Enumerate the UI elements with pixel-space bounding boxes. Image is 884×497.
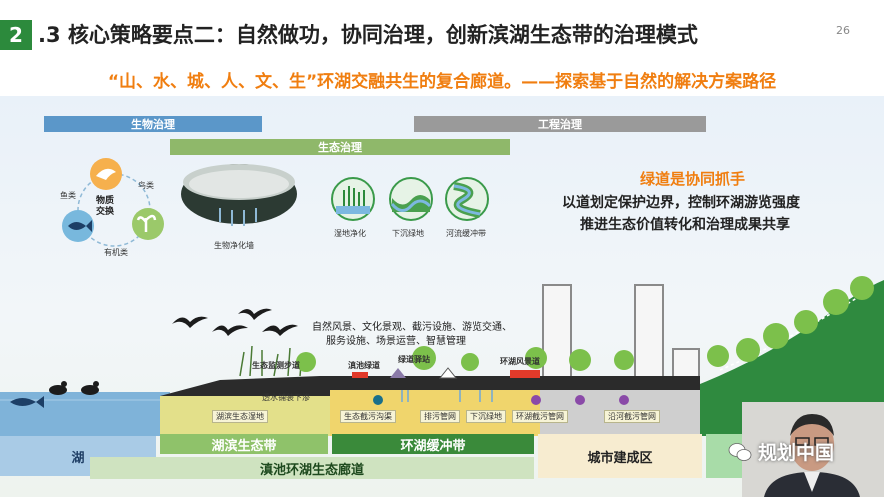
wechat-icon	[728, 442, 752, 461]
dian-greenway-label: 滇池绿道	[348, 361, 380, 370]
greenway-station-label: 绿道驿站	[398, 355, 430, 364]
greenway-headline: 绿道是协同抓手	[640, 170, 746, 188]
page-title: .3 核心策略要点二：自然做功，协同治理，创新滨湖生态带的治理模式	[38, 23, 698, 47]
presenter-video	[742, 402, 884, 497]
building-2	[634, 284, 664, 384]
cycle-center-label: 物质 交换	[96, 196, 115, 217]
birds-illustration	[172, 308, 298, 336]
sunken-green-label: 下沉绿地	[392, 229, 424, 238]
page-number: 26	[836, 24, 850, 37]
cycle-fish-label: 鱼类	[60, 191, 76, 200]
cycle-organic-label: 有机类	[104, 248, 128, 257]
cycle-bird-label: 鸟类	[138, 181, 154, 190]
bio-governance-bar: 生物治理	[44, 116, 262, 132]
building-1	[542, 284, 572, 384]
eng-governance-bar: 工程治理	[414, 116, 706, 132]
presenter-avatar	[742, 402, 884, 497]
functions-line-2: 服务设施、场景运营、智慧管理	[326, 336, 466, 347]
wetland-label: 湿地净化	[334, 229, 366, 238]
section-number: 2	[0, 20, 32, 50]
zone-buffer-belt: 环湖缓冲带	[332, 434, 534, 454]
bio-wall-label: 生物净化墙	[214, 241, 254, 250]
wetland-icon	[331, 177, 375, 221]
zone-city: 城市建成区	[538, 434, 702, 478]
greenway-line-1: 以道划定保护边界，控制环湖游览强度	[562, 195, 800, 211]
sewage-pipe-label: 排污管网	[420, 410, 460, 423]
functions-line-1: 自然风景、文化景观、截污设施、游览交通、	[312, 322, 512, 333]
material-cycle-diagram	[62, 158, 164, 247]
sunken-green-ground-label: 下沉绿地	[466, 410, 506, 423]
lakeside-wetland-label: 湖滨生态湿地	[212, 410, 268, 423]
bio-wall-icon	[181, 164, 297, 226]
water-infiltration-label: 透水铺装下渗	[262, 393, 310, 402]
eco-governance-bar: 生态治理	[170, 139, 510, 155]
watermark-text: 规划中国	[758, 442, 835, 464]
watermark: 规划中国	[728, 438, 834, 465]
sunken-green-icon	[389, 177, 433, 221]
page-subtitle: “山、水、城、人、文、生”环湖交融共生的复合廊道。——探索基于自然的解决方案路径	[107, 72, 777, 92]
scenic-road-label: 环湖风景道	[500, 357, 540, 366]
eco-ditch-label: 生态截污沟渠	[340, 410, 396, 423]
river-buffer-label: 河流缓冲带	[446, 229, 486, 238]
river-buffer-icon	[445, 177, 489, 221]
monitor-path-label: 生态监测步道	[252, 361, 300, 370]
organic-node	[132, 208, 164, 240]
river-pipe-label: 沿河截污管网	[604, 410, 660, 423]
zone-lakeside-belt: 湖滨生态带	[160, 434, 328, 454]
lake-pipe-label: 环湖截污管网	[512, 410, 568, 423]
zone-corridor: 滇池环湖生态廊道	[90, 457, 534, 479]
greenway-line-2: 推进生态价值转化和治理成果共享	[580, 217, 790, 233]
